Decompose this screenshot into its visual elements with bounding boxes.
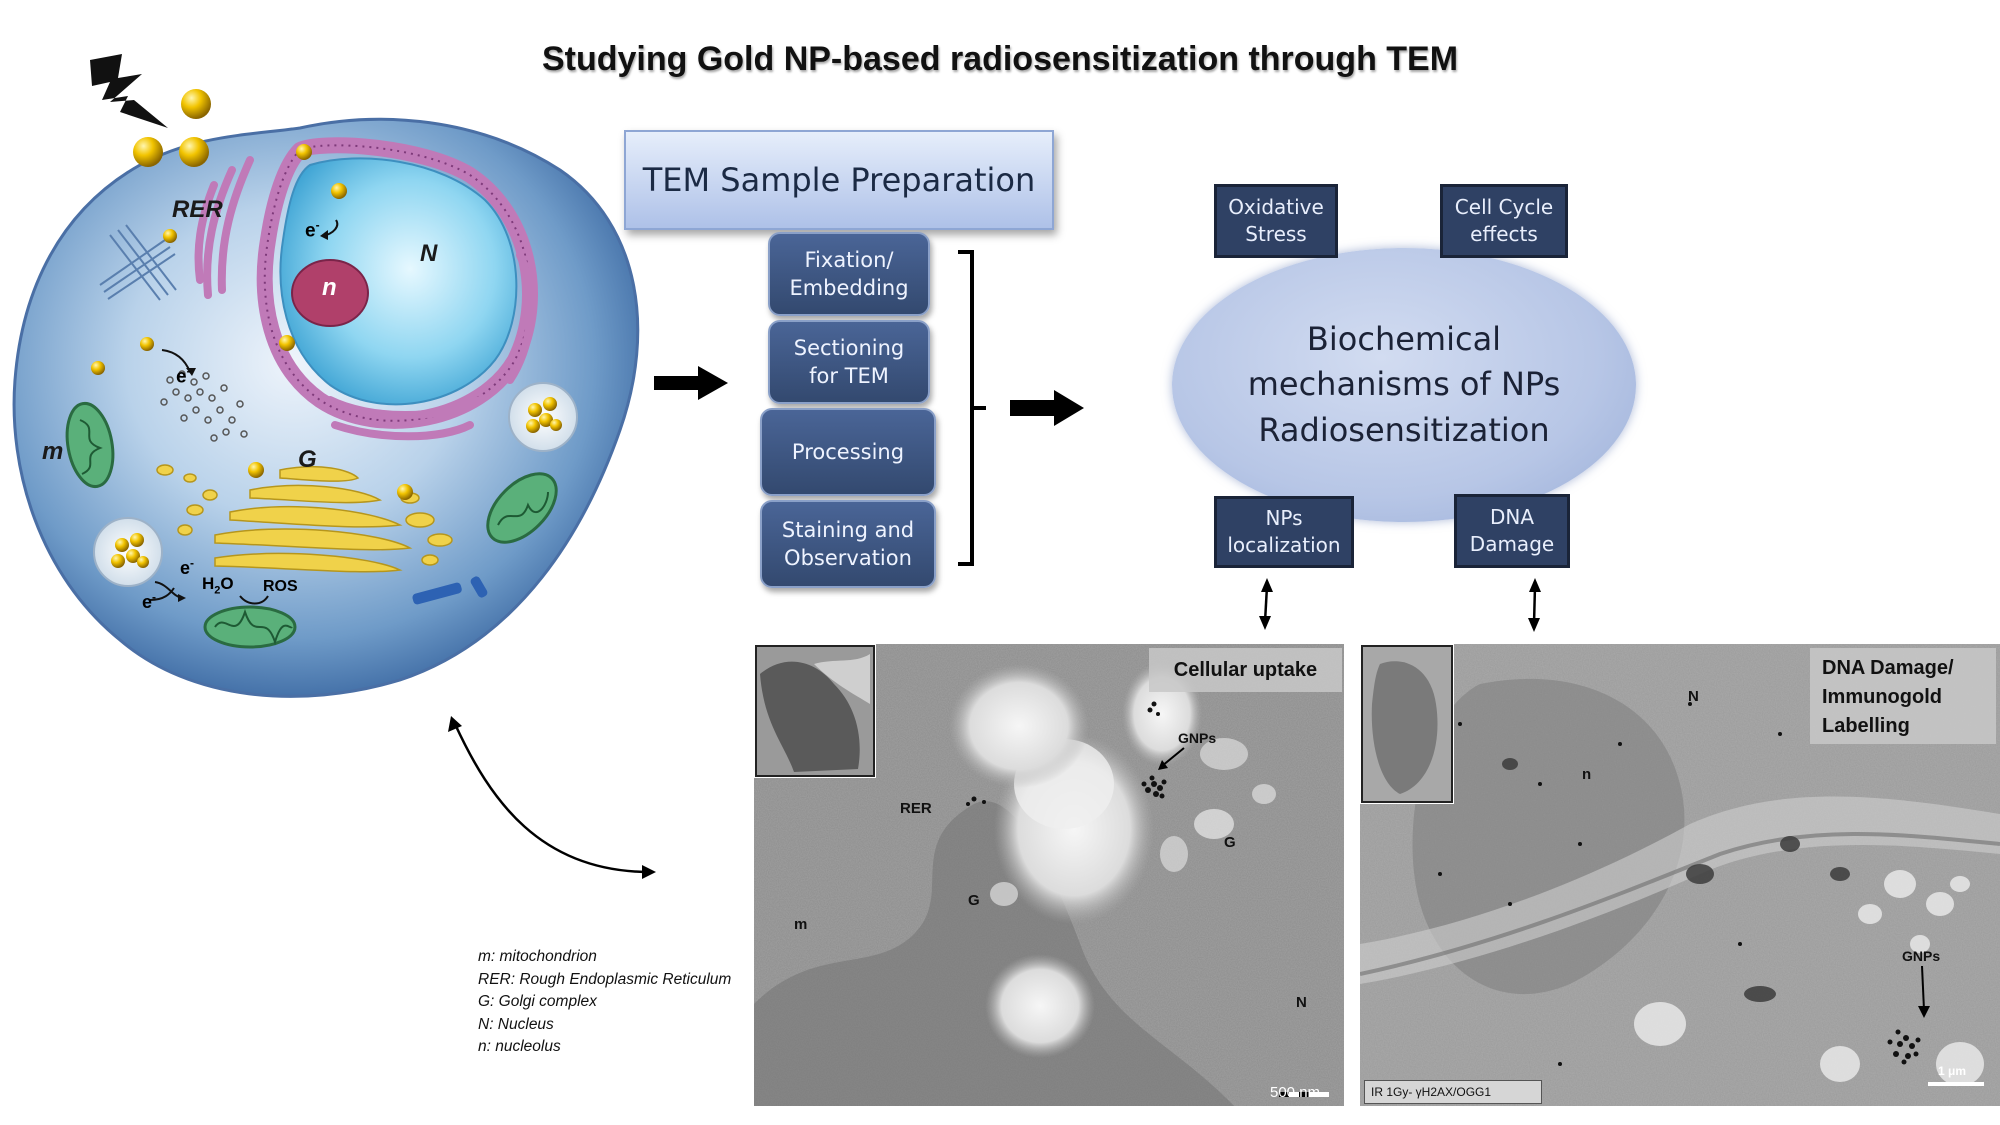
micrograph-2-title: DNA Damage/ Immunogold Labelling	[1810, 648, 1996, 744]
step-fixation: Fixation/ Embedding	[768, 232, 930, 316]
water-label: H2O	[202, 574, 234, 597]
micrograph-1-g-label-2: G	[968, 892, 980, 909]
micrograph-2-scale-bar: 1 μm	[1938, 1064, 1967, 1078]
micrograph-1-rer-label: RER	[900, 800, 932, 817]
micrograph-2-nucleus-label: N	[1688, 688, 1699, 705]
box-oxidative-stress: Oxidative Stress	[1214, 184, 1338, 258]
gnps-pointer-arrow-2	[1918, 965, 1930, 1018]
legend-item: G: Golgi complex	[478, 993, 597, 1010]
micrograph-1-m-label: m	[794, 916, 808, 933]
electron-label-1: e-	[305, 218, 320, 242]
micrograph-2-nucleolus-label: n	[1582, 766, 1592, 783]
micrograph-1-title: Cellular uptake	[1149, 648, 1342, 692]
gold-nanoparticles-in-vesicles	[111, 397, 562, 568]
step-processing: Processing	[760, 408, 936, 496]
figure-title: Studying Gold NP-based radiosensitizatio…	[541, 40, 1459, 78]
gnps-pointer-arrow	[1158, 747, 1185, 770]
electron-label-4: e-	[142, 590, 157, 612]
legend-item: n: nucleolus	[478, 1038, 561, 1055]
box-np-localization: NPs localization	[1214, 496, 1354, 568]
nucleolus	[291, 259, 369, 327]
cell-label-nucleolus: n	[322, 274, 337, 301]
legend-item: RER: Rough Endoplasmic Reticulum	[478, 970, 732, 988]
mechanisms-ellipse: Biochemical mechanisms of NPs Radiosensi…	[1172, 248, 1636, 522]
micrograph-2-gnps-label: GNPs	[1902, 948, 1941, 964]
cell-label-rer: RER	[172, 196, 223, 223]
box-cell-cycle: Cell Cycle effects	[1440, 184, 1568, 258]
mitochondria	[65, 401, 558, 649]
micrograph-1-g-label-1: G	[1224, 834, 1236, 851]
step-staining: Staining and Observation	[760, 500, 936, 588]
step-sectioning: Sectioning for TEM	[768, 320, 930, 404]
electron-label-3: e-	[180, 556, 195, 578]
cell-label-mitochondrion: m	[42, 438, 64, 465]
micrograph-cellular-uptake: Cellular uptake GNPs RER G G m N 500 nm	[754, 644, 1344, 1106]
micrograph-2-image	[1360, 644, 2000, 1106]
electron-label-2: e-	[176, 364, 191, 388]
legend-item: N: Nucleus	[478, 1015, 554, 1033]
radiation-bolt-icon	[90, 54, 168, 128]
micrograph-1-n-label: N	[1296, 994, 1307, 1011]
cell-illustration	[12, 54, 640, 698]
legend-item: m: mitochondrion	[478, 948, 597, 965]
nucleus	[279, 157, 518, 406]
cell-label-nucleus: N	[420, 240, 438, 267]
micrograph-dna-damage: DNA Damage/ Immunogold Labelling N n GNP…	[1360, 644, 2000, 1106]
gold-nanoparticles	[91, 144, 413, 500]
tem-prep-header: TEM Sample Preparation	[624, 130, 1054, 230]
ros-label: ROS	[263, 578, 298, 595]
micrograph-1-image	[754, 644, 1344, 1106]
micrograph-1-gnps-label: GNPs	[1178, 730, 1217, 746]
abbreviation-legend: m: mitochondrion RER: Rough Endoplasmic …	[478, 948, 731, 1061]
micrograph-2-caption: IR 1Gy- γH2AX/OGG1	[1364, 1080, 1542, 1104]
cell-label-golgi: G	[298, 446, 317, 473]
box-dna-damage: DNA Damage	[1454, 494, 1570, 568]
micrograph-1-scale-bar: 500 nm	[1270, 1084, 1321, 1101]
